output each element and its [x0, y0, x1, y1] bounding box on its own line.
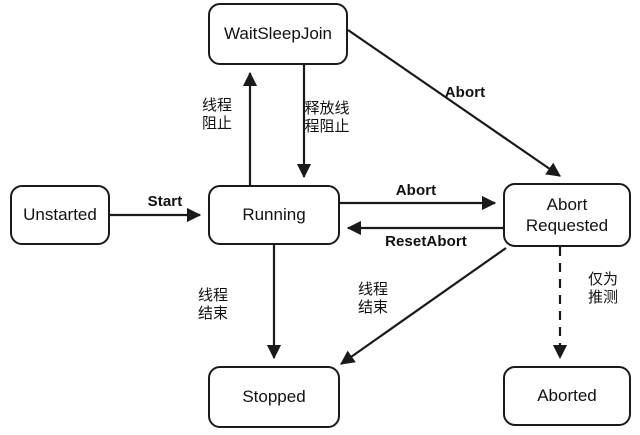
edge-label-start: Start [147, 193, 183, 210]
edge-label-thread-end-abort-requested: 线程 结束 [357, 280, 388, 316]
state-node-waitsleepjoin[interactable]: WaitSleepJoin [208, 3, 348, 65]
edge-label-release-thread-block: 释放线 程阻止 [304, 99, 350, 135]
state-label-aborted: Aborted [537, 386, 597, 406]
state-label-abort-requested: Abort Requested [525, 194, 609, 235]
state-label-running: Running [242, 205, 306, 225]
state-label-unstarted: Unstarted [23, 205, 97, 225]
state-label-waitsleepjoin: WaitSleepJoin [223, 24, 333, 44]
edge-label-speculated: 仅为 推测 [587, 270, 618, 306]
edge-label-abort-waitsleepjoin: Abort [444, 84, 486, 101]
edge-abort-from-waitsleepjoin [347, 29, 561, 177]
edge-label-thread-end-running: 线程 结束 [197, 286, 228, 322]
state-node-unstarted[interactable]: Unstarted [10, 185, 110, 245]
edge-label-reset-abort: ResetAbort [385, 233, 467, 250]
edge-thread-end-abortrequested [340, 247, 507, 365]
edge-label-thread-blocked: 线程 阻止 [201, 96, 232, 132]
state-label-stopped: Stopped [242, 387, 306, 407]
edge-label-abort-running: Abort [395, 182, 437, 199]
state-node-aborted[interactable]: Aborted [503, 366, 631, 426]
state-node-running[interactable]: Running [208, 185, 340, 245]
state-node-stopped[interactable]: Stopped [208, 366, 340, 428]
state-node-abort-requested[interactable]: Abort Requested [503, 183, 631, 247]
